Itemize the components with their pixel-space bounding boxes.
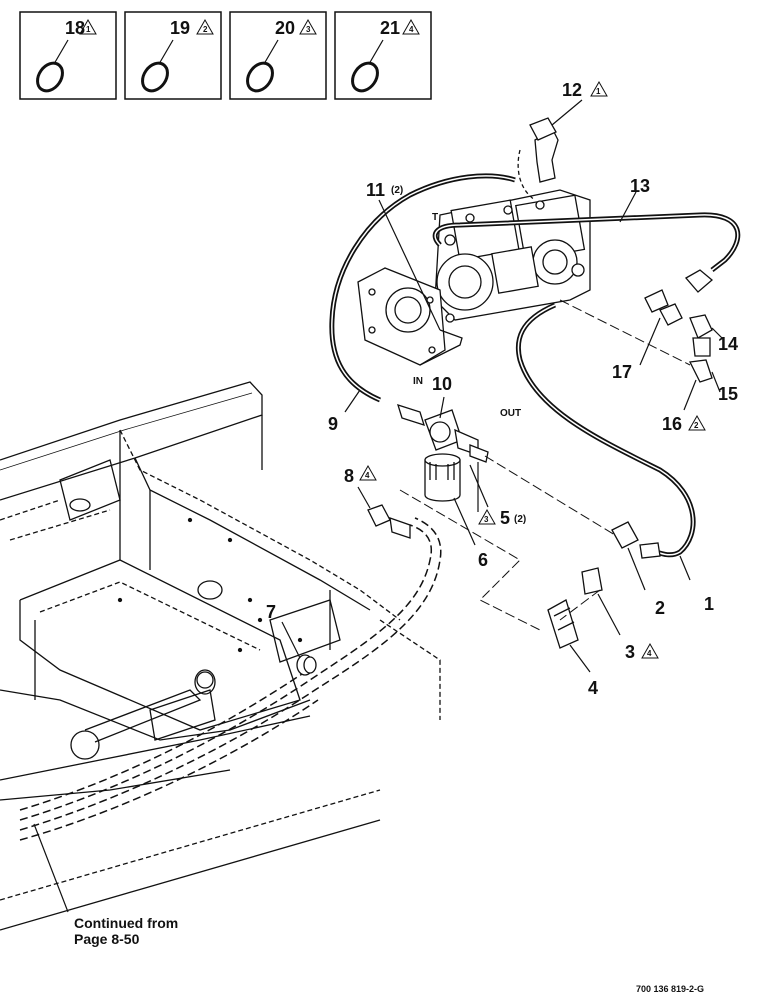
inset-number-20: 20 — [275, 18, 295, 38]
port-label-in: IN — [413, 376, 423, 387]
sight-gauge-4 — [547, 599, 579, 649]
fittings-right — [581, 269, 714, 595]
callout-5: 5 — [500, 508, 510, 528]
inset-number-18: 18 — [65, 18, 85, 38]
callout-9: 9 — [328, 414, 338, 434]
port-label-t: T — [432, 212, 438, 223]
callout-5-qty: (2) — [514, 514, 526, 525]
callout-5-note: 3 — [484, 515, 489, 524]
continued-from-line2: Page 8-50 — [74, 931, 140, 947]
inset-box-21: 21 4 — [334, 11, 432, 100]
fittings-left — [296, 504, 411, 676]
callout-11-qty: (2) — [391, 185, 403, 196]
callout-2: 2 — [655, 598, 665, 618]
elbow-fitting-12 — [517, 117, 559, 201]
inset-note-20: 3 — [306, 25, 311, 34]
callout-14: 14 — [718, 334, 738, 354]
connection-lines — [399, 299, 691, 631]
port-label-out: OUT — [500, 408, 521, 419]
inset-box-19: 19 2 — [124, 11, 222, 100]
filter-element-6 — [424, 453, 461, 502]
inset-number-19: 19 — [170, 18, 190, 38]
callout-12-note: 1 — [596, 87, 601, 96]
callout-11: 11 — [366, 180, 385, 200]
inset-number-21: 21 — [380, 18, 400, 38]
callout-1: 1 — [704, 594, 714, 614]
inset-note-18: 1 — [86, 25, 91, 34]
inset-note-21: 4 — [409, 25, 414, 34]
callout-13: 13 — [630, 176, 650, 196]
callout-labels: 1 2 3 4 4 3 5 (2) 6 7 8 4 9 10 11 (2) 12… — [74, 80, 738, 994]
callout-16: 16 — [662, 414, 682, 434]
filter-head-10 — [397, 404, 489, 463]
callout-3-note: 4 — [647, 649, 652, 658]
hoses — [329, 173, 741, 558]
chassis-frame — [0, 381, 441, 931]
inset-box-20: 20 3 — [229, 11, 327, 100]
figure-id: 700 136 819-2-G — [636, 984, 704, 994]
return-hose-dashed — [19, 517, 442, 841]
mounting-bracket — [357, 267, 463, 366]
callout-6: 6 — [478, 550, 488, 570]
continued-from-line1: Continued from — [74, 915, 178, 931]
callout-8-note: 4 — [365, 471, 370, 480]
callout-16-note: 2 — [694, 421, 699, 430]
callout-10: 10 — [432, 374, 452, 394]
callout-4: 4 — [588, 678, 598, 698]
callout-15: 15 — [718, 384, 738, 404]
callout-17: 17 — [612, 362, 632, 382]
callout-7: 7 — [266, 602, 276, 622]
leader-lines — [33, 99, 725, 913]
inset-note-19: 2 — [203, 25, 208, 34]
callout-8: 8 — [344, 466, 354, 486]
hydraulic-pump — [434, 189, 591, 321]
callout-3: 3 — [625, 642, 635, 662]
inset-box-18: 18 1 — [19, 11, 117, 100]
callout-12: 12 — [562, 80, 582, 100]
